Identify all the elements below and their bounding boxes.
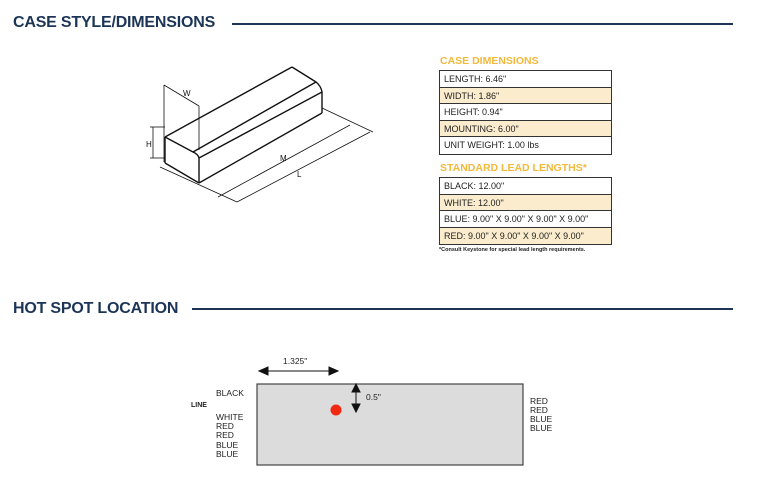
lead-label: RED (216, 430, 234, 440)
footnote: *Consult Keystone for special lead lengt… (439, 247, 586, 253)
lead-label: BLUE (216, 449, 239, 459)
case-isometric-diagram: W H M L (146, 66, 374, 203)
hot-spot-heading: HOT SPOT LOCATION (13, 300, 179, 317)
horizontal-dimension-label: 1.325" (283, 356, 308, 366)
case-style-heading: CASE STYLE/DIMENSIONS (13, 14, 216, 31)
vertical-dimension-arrow (351, 382, 361, 414)
h-label: H (146, 140, 152, 149)
table-row: MOUNTING: 6.00" (440, 120, 611, 137)
lead-label: BLUE (530, 414, 553, 424)
lead-label: BLUE (216, 440, 239, 450)
lead-label: BLUE (530, 423, 553, 433)
lead-lengths-title: STANDARD LEAD LENGTHS* (440, 162, 587, 174)
table-row: RED: 9.00" X 9.00" X 9.00" X 9.00" (440, 227, 611, 244)
w-label: W (183, 89, 191, 98)
table-row: LENGTH: 6.46" (440, 71, 611, 88)
lead-label: WHITE (216, 412, 244, 422)
horizontal-dimension-arrow (257, 366, 340, 376)
table-row: WIDTH: 1.86" (440, 87, 611, 104)
table-row: HEIGHT: 0.94" (440, 104, 611, 121)
case-dimensions-title: CASE DIMENSIONS (440, 55, 539, 67)
case-outline (256, 383, 524, 466)
hot-spot-diagram (256, 366, 524, 466)
case-dimensions-table: LENGTH: 6.46" WIDTH: 1.86" HEIGHT: 0.94"… (439, 70, 612, 155)
table-row: BLACK: 12.00" (440, 178, 611, 195)
line-label: LINE (191, 402, 207, 409)
table-row: WHITE: 12.00" (440, 194, 611, 211)
section-rule (232, 23, 733, 25)
lead-label: RED (216, 421, 234, 431)
lead-lengths-table: BLACK: 12.00" WHITE: 12.00" BLUE: 9.00" … (439, 177, 612, 245)
l-label: L (297, 170, 302, 179)
lead-label: RED (530, 396, 548, 406)
lead-label: BLACK (216, 388, 244, 398)
table-row: UNIT WEIGHT: 1.00 lbs (444, 140, 539, 150)
m-label: M (280, 154, 287, 163)
vertical-dimension-label: 0.5" (366, 392, 381, 402)
table-row: BLUE: 9.00" X 9.00" X 9.00" X 9.00" (440, 211, 611, 228)
hot-spot-marker (330, 404, 342, 416)
section-rule (192, 308, 733, 310)
lead-label: RED (530, 405, 548, 415)
